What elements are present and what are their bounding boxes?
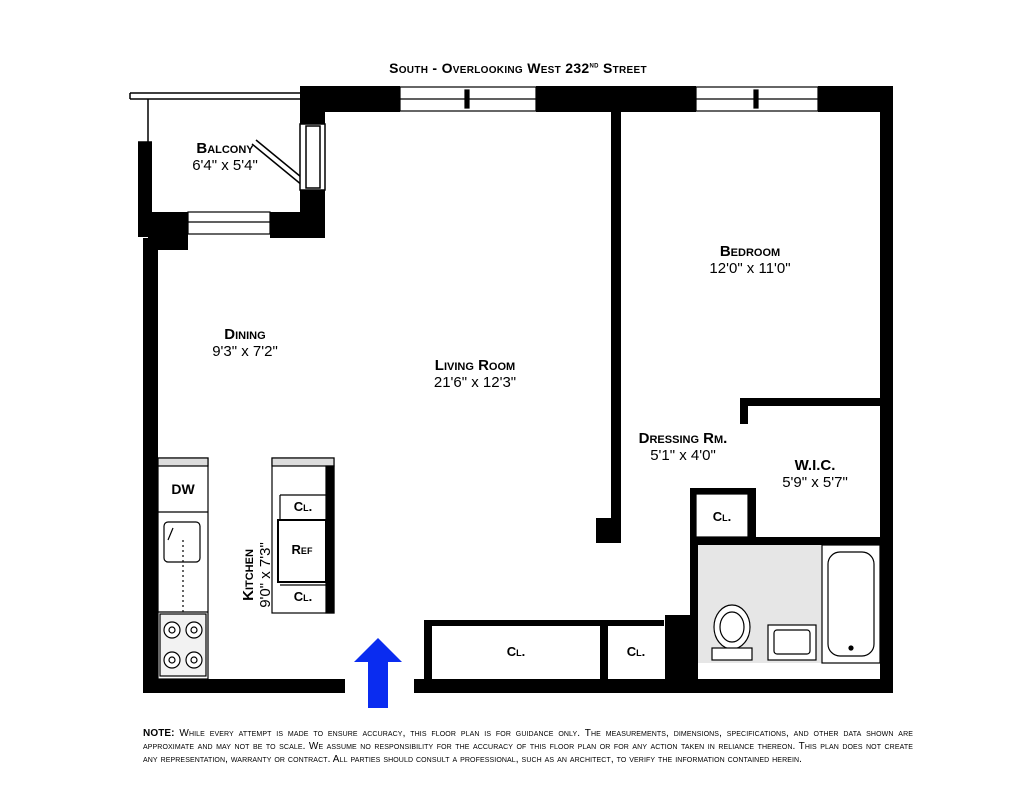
wall-right: [880, 86, 893, 693]
balcony-door[interactable]: [251, 123, 326, 191]
walls: [138, 86, 893, 693]
wall-bottom-left: [143, 679, 345, 693]
toilet: [711, 604, 753, 661]
kitchen-name: Kitchen: [240, 549, 257, 601]
wic-wall-left: [748, 490, 756, 545]
dressing-room-name: Dressing Rm.: [638, 430, 728, 447]
bath-wall-left: [690, 545, 698, 615]
dressing-room-dims: 5'1" x 4'0": [650, 446, 716, 464]
dressing-room-label: Dressing Rm. 5'1" x 4'0": [618, 430, 748, 464]
living-room-label: Living Room 21'6" x 12'3": [400, 357, 550, 391]
wic-label: W.I.C. 5'9" x 5'7": [760, 457, 870, 491]
bedroom-dims: 12'0" x 11'0": [709, 259, 791, 277]
dining-label: Dining 9'3" x 7'2": [180, 326, 310, 360]
bathtub: [821, 544, 881, 664]
wic-wall-bottom: [690, 537, 880, 545]
kitchen-right-unit: [271, 457, 335, 614]
kitchen-dims: 9'0" x 7'3": [257, 542, 274, 608]
entry-closet-label: Cl.: [626, 644, 646, 659]
entrance-arrow: [354, 638, 402, 708]
dressing-closet: [695, 493, 749, 538]
balcony-label: Balcony 6'4" x 5'4": [170, 140, 280, 174]
cl-wall-top: [690, 488, 756, 494]
dressing-closet-label: Cl.: [712, 509, 732, 524]
bath-wall-stub: [665, 615, 698, 685]
refrigerator-label: Ref: [291, 542, 313, 557]
dining-name: Dining: [224, 326, 266, 343]
bedroom-partition: [611, 112, 621, 542]
bedroom-label: Bedroom 12'0" x 11'0": [680, 243, 820, 277]
balcony-name: Balcony: [196, 140, 254, 157]
sink: [163, 521, 201, 563]
bath-sink: [767, 624, 817, 661]
disclaimer-note: NOTE: While every attempt is made to ens…: [143, 728, 913, 765]
partition-end: [596, 518, 621, 543]
wall-left: [143, 238, 158, 693]
hall-closet-label: Cl.: [506, 644, 526, 659]
balcony-corner-bl: [148, 212, 188, 250]
wic-wall-stub: [740, 398, 748, 424]
wic-wall-top: [740, 398, 882, 406]
kitchen-label: Kitchen 9'0" x 7'3": [212, 525, 302, 625]
wall-top-mid: [536, 86, 696, 112]
balcony-dims: 6'4" x 5'4": [192, 156, 258, 174]
dishwasher-label: DW: [171, 481, 195, 497]
balcony-railing: [129, 92, 300, 143]
balcony-pillar-top: [300, 100, 325, 124]
window-balcony: [187, 211, 271, 235]
cl-wall-left: [690, 488, 696, 543]
dining-dims: 9'3" x 7'2": [212, 342, 278, 360]
wic-dims: 5'9" x 5'7": [782, 473, 848, 491]
closet-wall-top: [424, 620, 664, 626]
kitchen-closet-bottom-label: Cl.: [293, 589, 313, 604]
wic-name: W.I.C.: [794, 457, 836, 474]
plan-title: South - Overlooking West 232nd Street: [389, 60, 647, 76]
living-room-name: Living Room: [434, 357, 516, 374]
closet-divider: [600, 620, 608, 685]
balcony-column: [300, 190, 325, 238]
wall-bottom-right: [414, 679, 893, 693]
living-room-dims: 21'6" x 12'3": [433, 373, 517, 391]
refrigerator: [277, 519, 327, 583]
windows: [187, 86, 819, 235]
kitchen-closet-top-label: Cl.: [293, 499, 313, 514]
bedroom-name: Bedroom: [719, 243, 781, 260]
closet-wall-left: [424, 620, 432, 685]
stove: [159, 613, 207, 677]
